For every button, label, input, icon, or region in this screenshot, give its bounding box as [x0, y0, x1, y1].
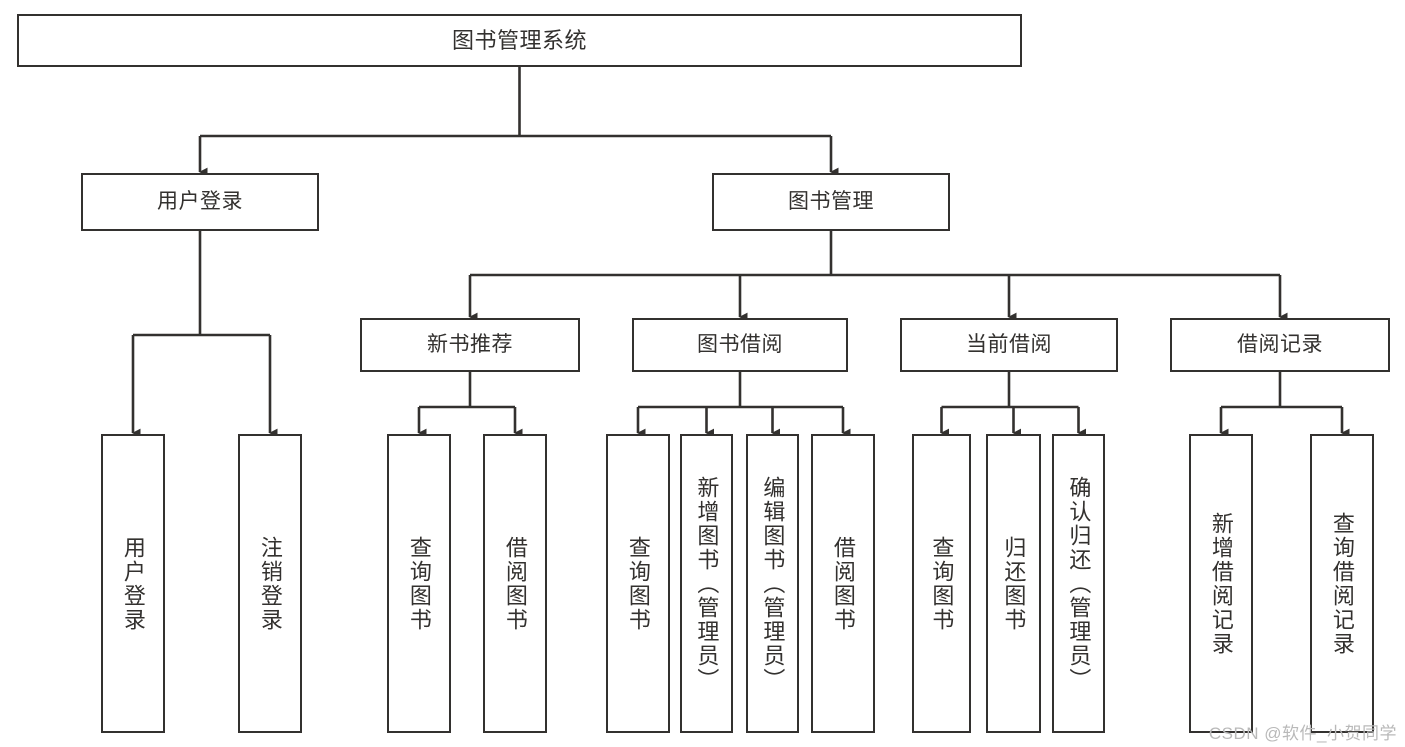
node-l1-1[interactable]: 图书管理: [712, 173, 950, 231]
node-label: 新增借阅记录: [1208, 511, 1234, 656]
node-l3-6[interactable]: 编辑图书（管理员）: [746, 434, 799, 733]
node-label: 确认归还（管理员）: [1066, 475, 1092, 692]
node-label: 查询图书: [625, 535, 651, 632]
node-label: 图书管理: [788, 189, 874, 213]
node-label: 借阅图书: [502, 535, 528, 632]
node-label: 编辑图书（管理员）: [760, 475, 786, 692]
node-l2-0[interactable]: 新书推荐: [360, 318, 580, 372]
node-l1-0[interactable]: 用户登录: [81, 173, 319, 231]
node-l2-2[interactable]: 当前借阅: [900, 318, 1118, 372]
node-l3-8[interactable]: 查询图书: [912, 434, 971, 733]
node-l3-11[interactable]: 新增借阅记录: [1189, 434, 1253, 733]
node-l2-1[interactable]: 图书借阅: [632, 318, 848, 372]
node-l3-2[interactable]: 查询图书: [387, 434, 451, 733]
node-label: 查询图书: [406, 535, 432, 632]
node-l3-9[interactable]: 归还图书: [986, 434, 1041, 733]
node-l3-4[interactable]: 查询图书: [606, 434, 670, 733]
node-label: 新书推荐: [427, 332, 513, 356]
node-label: 借阅图书: [830, 535, 856, 632]
node-label: 借阅记录: [1237, 332, 1323, 356]
node-label: 归还图书: [1001, 535, 1027, 632]
node-l3-1[interactable]: 注销登录: [238, 434, 302, 733]
node-label: 注销登录: [257, 535, 283, 632]
node-l3-3[interactable]: 借阅图书: [483, 434, 547, 733]
node-label: 新增图书（管理员）: [694, 475, 720, 692]
node-l3-7[interactable]: 借阅图书: [811, 434, 875, 733]
node-root[interactable]: 图书管理系统: [17, 14, 1022, 67]
node-label: 当前借阅: [966, 332, 1052, 356]
node-l3-5[interactable]: 新增图书（管理员）: [680, 434, 733, 733]
watermark-text: CSDN @软件_小贺同学: [1208, 724, 1397, 743]
node-l3-0[interactable]: 用户登录: [101, 434, 165, 733]
node-label: 图书借阅: [697, 332, 783, 356]
node-l3-12[interactable]: 查询借阅记录: [1310, 434, 1374, 733]
node-label: 图书管理系统: [451, 27, 587, 53]
node-l2-3[interactable]: 借阅记录: [1170, 318, 1390, 372]
node-label: 用户登录: [120, 535, 146, 632]
node-label: 查询借阅记录: [1329, 511, 1355, 656]
node-l3-10[interactable]: 确认归还（管理员）: [1052, 434, 1105, 733]
node-label: 用户登录: [157, 189, 243, 213]
node-label: 查询图书: [929, 535, 955, 632]
